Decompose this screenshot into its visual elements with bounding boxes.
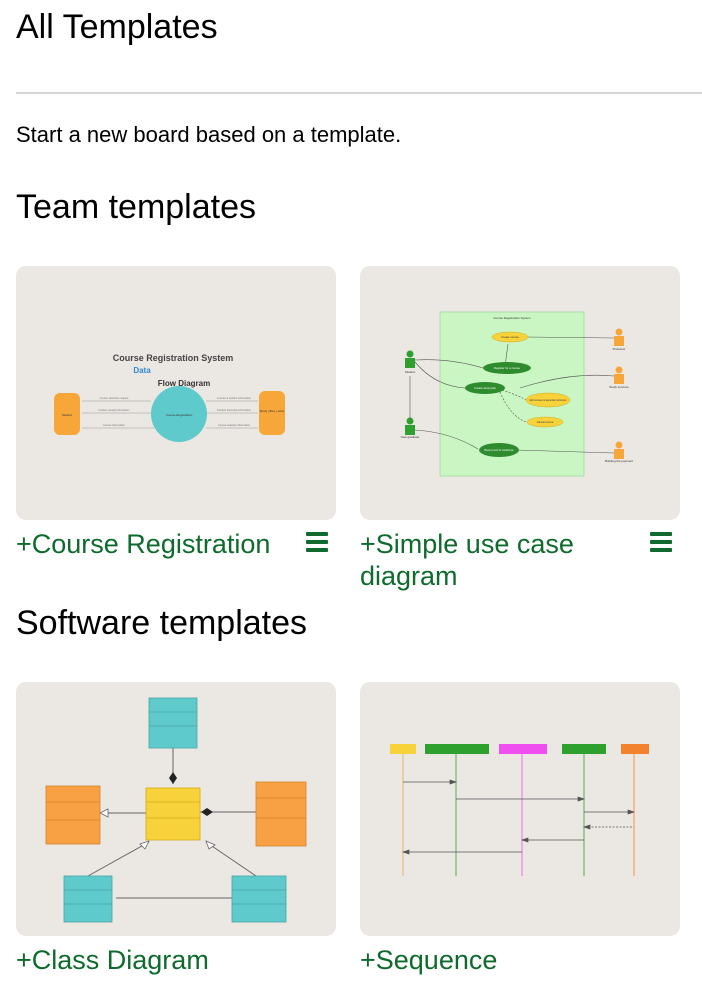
actor-new-graduate: New graduate: [401, 435, 420, 439]
arrow-label-2: Lecture & student information: [217, 396, 251, 400]
page-title: All Templates: [16, 8, 218, 46]
left-node-shape: [54, 393, 80, 435]
use-case-preview: Course Registration System Student New g…: [401, 311, 633, 477]
intro-text: Start a new board based on a template.: [16, 122, 402, 147]
preview-title: Course Registration System: [113, 353, 234, 363]
lifeline-header-4: [562, 744, 606, 754]
actor-study-services: Study services: [609, 385, 629, 389]
template-link-simple-use-case[interactable]: +Simple use case diagram: [360, 529, 574, 591]
template-thumbnail-sequence[interactable]: [360, 682, 680, 936]
template-card-course-registration: Course Registration System Data Flow Dia…: [16, 266, 336, 560]
template-thumbnail-simple-use-case[interactable]: Course Registration System Student New g…: [360, 266, 680, 520]
use-case-register: Register for a course: [494, 366, 520, 370]
class-box-bottom-right: [231, 875, 287, 923]
arrow-label-6: Course capacity information: [218, 423, 251, 427]
hamburger-menu-icon[interactable]: [306, 532, 328, 552]
class-box-bottom-left: [63, 875, 113, 923]
preview-subtitle-flow: Flow Diagram: [158, 379, 210, 388]
hamburger-menu-icon[interactable]: [650, 532, 672, 552]
template-link-course-registration[interactable]: +Course Registration: [16, 529, 271, 559]
lifeline-header-2: [425, 744, 489, 754]
class-box-right: [255, 781, 307, 847]
actor-professor: Professor: [613, 347, 626, 351]
right-node-label: Study office / other: [260, 409, 285, 413]
template-thumbnail-course-registration[interactable]: Course Registration System Data Flow Dia…: [16, 266, 336, 520]
actor-payment: Building the payment: [605, 459, 633, 463]
arrow-label-4: Student transcript information: [217, 408, 251, 412]
course-registration-preview: Course Registration System Data Flow Dia…: [54, 353, 285, 442]
use-case-cancel: Cancel course: [537, 420, 554, 424]
class-box-top: [148, 697, 198, 749]
template-link-sequence[interactable]: +Sequence: [360, 945, 498, 975]
class-box-left: [45, 785, 101, 845]
center-node-label: Course Registration: [166, 413, 193, 417]
template-link-class-diagram[interactable]: +Class Diagram: [16, 945, 209, 975]
preview-subtitle-data: Data: [133, 366, 151, 375]
template-card-sequence: +Sequence: [360, 682, 680, 976]
use-case-create-course: Create course: [501, 335, 519, 339]
arrow-label-5: Course information: [103, 423, 125, 427]
template-card-class-diagram: +Class Diagram: [16, 682, 336, 976]
right-node-shape: [259, 391, 285, 435]
use-case-add-courses: Add courses to personal curriculum: [529, 399, 566, 402]
actor-student: Student: [405, 370, 416, 374]
class-box-center: [145, 787, 201, 841]
section-title-software: Software templates: [16, 604, 308, 642]
center-node-shape: [151, 386, 207, 442]
left-node-label: Student: [62, 413, 73, 417]
arrow-label-3: Invoice, receipt information: [99, 408, 131, 412]
use-case-study-plan: Create study plan: [474, 386, 496, 390]
lifeline-header-5: [621, 744, 649, 754]
divider: [16, 92, 702, 94]
arrow-label-1: Course selection request: [100, 396, 129, 400]
class-diagram-preview: [45, 697, 307, 923]
section-title-team: Team templates: [16, 188, 256, 226]
sequence-preview: [390, 744, 649, 876]
lifeline-header-1: [390, 744, 416, 754]
lifeline-header-3: [499, 744, 547, 754]
use-case-book-room: Book a room for workshops: [484, 449, 514, 452]
template-thumbnail-class-diagram[interactable]: [16, 682, 336, 936]
system-title: Course Registration System: [493, 316, 531, 320]
template-card-simple-use-case: Course Registration System Student New g…: [360, 266, 680, 592]
